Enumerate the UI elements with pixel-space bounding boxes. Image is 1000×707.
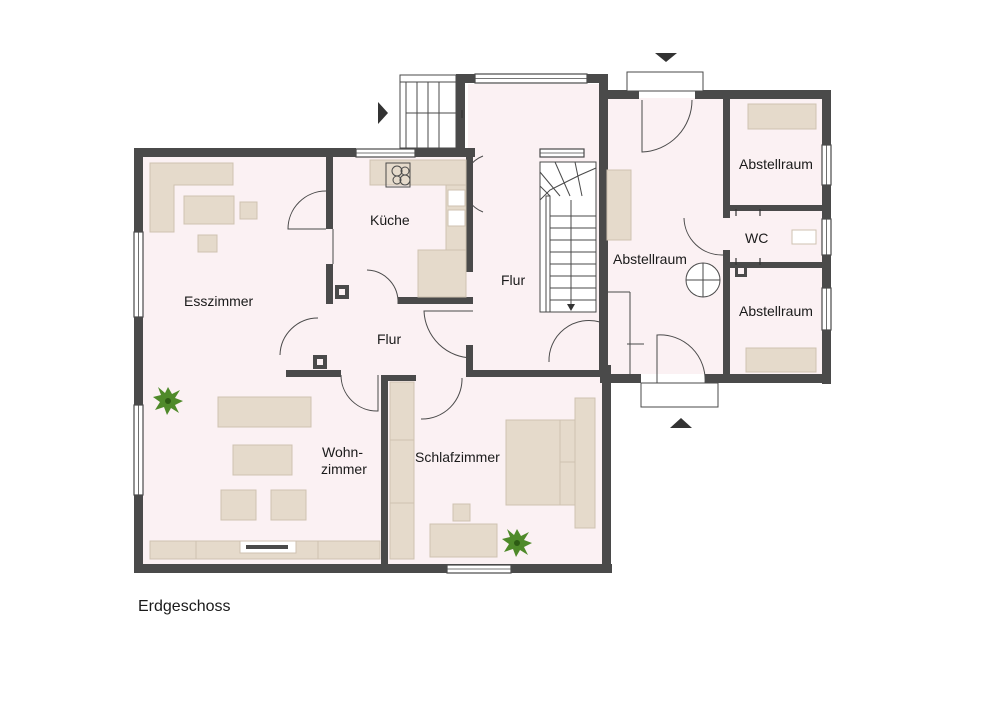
doors bbox=[279, 99, 724, 420]
floor-caption: Erdgeschoss bbox=[138, 598, 231, 615]
room-label-wohnzimmer-2: zimmer bbox=[321, 461, 367, 477]
room-label-schlafzimmer: Schlafzimmer bbox=[415, 449, 500, 465]
entry-arrows bbox=[378, 53, 692, 428]
room-label-kueche: Küche bbox=[370, 212, 410, 228]
room-label-abstellraum-unten: Abstellraum bbox=[739, 303, 813, 319]
floor-areas bbox=[142, 84, 824, 565]
room-label-wc: WC bbox=[745, 230, 768, 246]
room-label-flur-treppe: Flur bbox=[501, 272, 525, 288]
room-label-flur-mitte: Flur bbox=[377, 331, 401, 347]
staircase bbox=[539, 161, 597, 313]
furniture bbox=[149, 103, 817, 560]
room-label-abstellraum-mitte: Abstellraum bbox=[613, 251, 687, 267]
room-label-esszimmer: Esszimmer bbox=[184, 293, 254, 309]
room-label-wohnzimmer-1: Wohn- bbox=[322, 444, 363, 460]
outdoor-steps bbox=[399, 74, 457, 149]
room-label-abstellraum-oben: Abstellraum bbox=[739, 156, 813, 172]
